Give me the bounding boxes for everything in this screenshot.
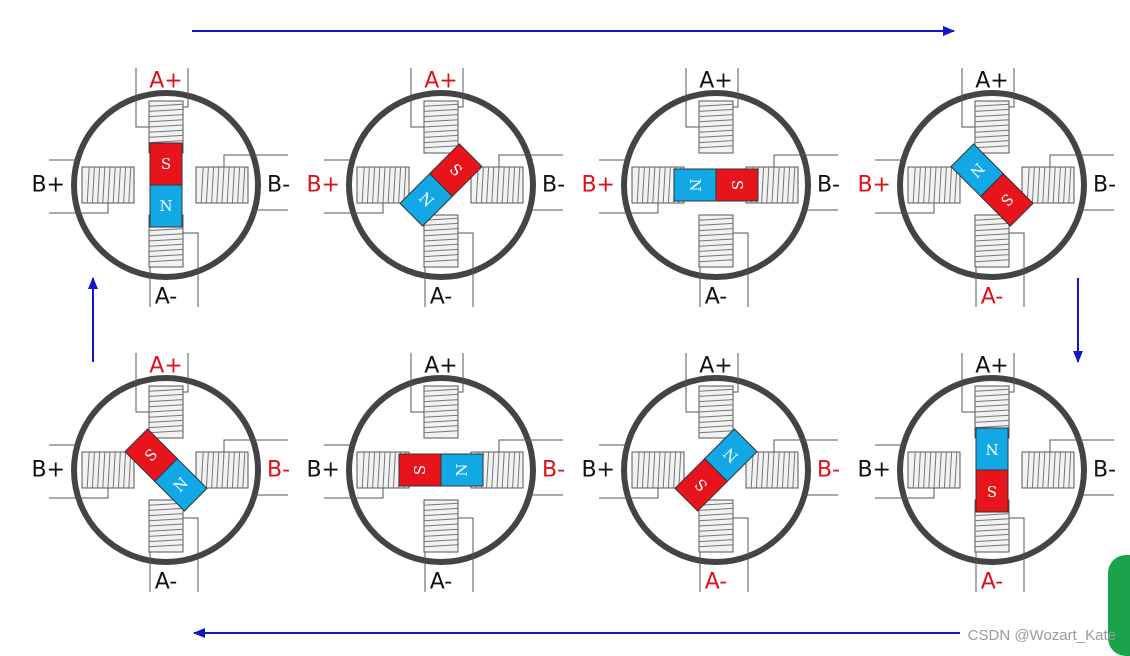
label-a-plus: A+ [699, 69, 732, 94]
coil-a-plus [410, 68, 464, 154]
label-b-plus: B+ [31, 173, 65, 198]
rotor-north-pole [149, 184, 183, 228]
label-a-plus: A+ [975, 69, 1008, 94]
label-b-plus: B+ [857, 458, 891, 483]
coil-a-minus [423, 499, 474, 592]
label-b-minus: B- [1093, 458, 1116, 483]
rotor-north-pole [950, 143, 1005, 198]
label-b-minus: B- [267, 458, 290, 483]
label-a-plus: A+ [424, 69, 457, 94]
motor-step-2: SN A+ A- B+ B- [306, 68, 565, 310]
label-a-minus: A- [430, 285, 453, 310]
rotor-south-label: S [987, 482, 997, 500]
label-b-plus: B+ [581, 458, 615, 483]
coil-b-minus [470, 154, 563, 211]
motor-steps: SNA+A-B+B-SNA+A-B+B-SNA+A-B+B-SNA+A-B+B-… [31, 68, 1116, 595]
label-a-plus: A+ [424, 354, 457, 379]
coil-b-minus [745, 439, 838, 496]
coil-a-plus [685, 68, 739, 154]
coil-a-plus [685, 353, 739, 439]
label-b-minus: B- [817, 458, 840, 483]
label-a-minus: A- [155, 285, 178, 310]
motor-step-6: SN A+ A- B+ B- [581, 353, 840, 595]
rotor-north-pole [975, 427, 1009, 471]
coil-b-plus [324, 159, 410, 214]
rotor-south-label: S [728, 180, 746, 190]
coil-a-minus [698, 499, 749, 592]
coil-b-minus [1021, 439, 1114, 496]
rotor-south-label: S [161, 155, 171, 173]
label-b-minus: B- [817, 173, 840, 198]
label-a-plus: A+ [149, 69, 182, 94]
rotor-north-label: N [159, 197, 172, 215]
label-a-minus: A- [981, 570, 1004, 595]
coil-b-plus [49, 159, 135, 214]
rotor-north-pole [399, 172, 454, 227]
coil-b-plus [599, 444, 685, 499]
rotor-north-label: N [686, 178, 704, 191]
rotor-north-pole [703, 428, 758, 483]
coil-b-minus [195, 439, 288, 496]
label-a-plus: A+ [699, 354, 732, 379]
label-b-minus: B- [542, 458, 565, 483]
rotor-north-pole [153, 457, 208, 512]
coil-b-plus [875, 159, 961, 214]
label-b-plus: B+ [857, 173, 891, 198]
rotor-magnet: SN [399, 143, 483, 227]
coil-a-minus [974, 214, 1025, 307]
rotor-north-label: N [453, 463, 471, 476]
coil-b-plus [875, 444, 961, 499]
label-b-plus: B+ [306, 458, 340, 483]
rotor-magnet: SN [149, 142, 183, 228]
label-a-minus: A- [155, 570, 178, 595]
coil-b-minus [195, 154, 288, 211]
motor-step-3: SNA+A-B+B- [581, 68, 840, 310]
label-b-plus: B+ [31, 458, 65, 483]
label-b-plus: B+ [306, 173, 340, 198]
coil-a-minus [698, 214, 749, 307]
rotor-magnet: SN [673, 168, 759, 202]
label-b-minus: B- [1093, 173, 1116, 198]
label-b-minus: B- [267, 173, 290, 198]
side-widget-tab[interactable] [1108, 555, 1130, 656]
label-a-minus: A- [705, 285, 728, 310]
motor-step-1: SNA+A-B+B- [31, 68, 290, 310]
rotor-magnet: SN [950, 143, 1034, 227]
label-a-minus: A- [705, 570, 728, 595]
rotor-north-pole [440, 453, 484, 487]
rotor-magnet: SN [674, 428, 758, 512]
motor-step-8: SN A+ A- B+ B- [31, 353, 290, 595]
rotor-north-label: N [985, 440, 998, 458]
motor-step-4: SN A+ A- B+ B- [857, 68, 1116, 310]
coil-b-minus [1021, 154, 1114, 211]
rotor-magnet: SN [124, 428, 208, 512]
coil-a-plus [410, 353, 464, 439]
watermark: CSDN @Wozart_Kate [967, 627, 1116, 644]
coil-a-plus [961, 68, 1015, 154]
rotor-magnet: SN [975, 427, 1009, 513]
label-b-plus: B+ [581, 173, 615, 198]
rotor-south-pole [398, 453, 442, 487]
rotor-north-pole [673, 168, 717, 202]
coil-a-plus [135, 353, 189, 439]
label-b-minus: B- [542, 173, 565, 198]
label-a-minus: A- [981, 285, 1004, 310]
coil-a-minus [423, 214, 474, 307]
motor-step-5: SNA+A-B+B- [857, 353, 1116, 595]
coil-b-plus [49, 444, 135, 499]
rotor-south-label: S [411, 465, 429, 475]
label-a-minus: A- [430, 570, 453, 595]
label-a-plus: A+ [149, 354, 182, 379]
label-a-plus: A+ [975, 354, 1008, 379]
sequence-arrows [88, 26, 1083, 638]
